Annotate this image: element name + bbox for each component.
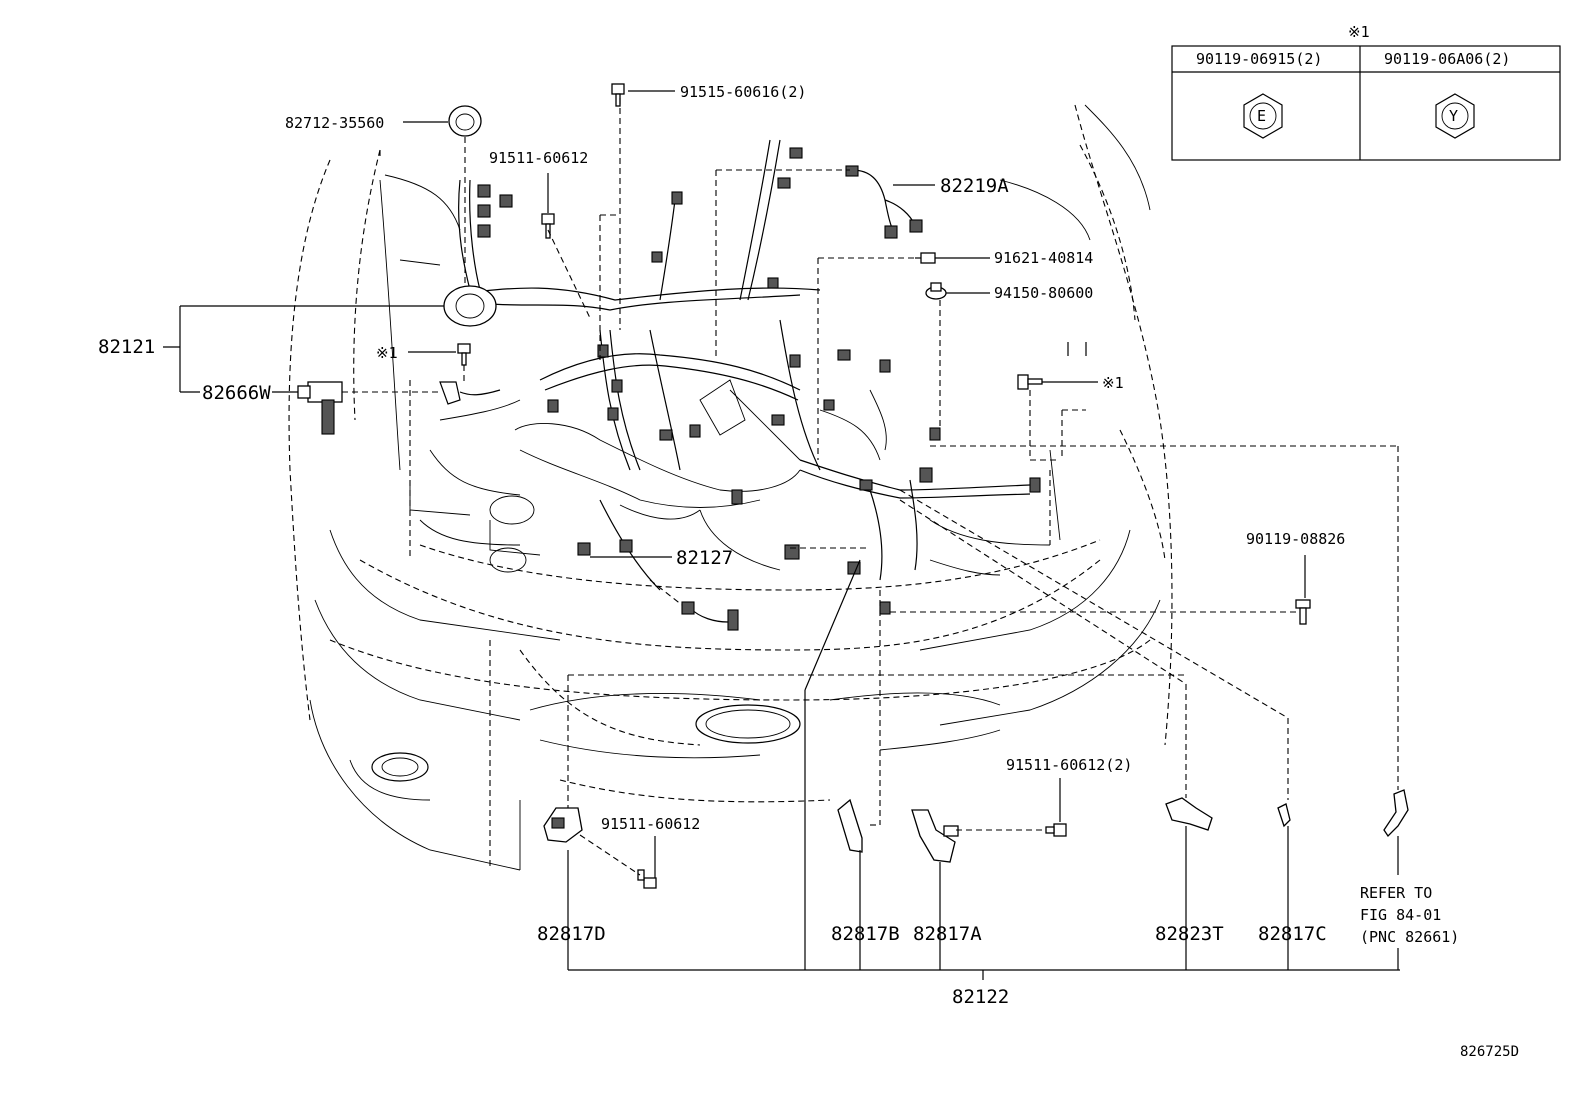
engine-harness-cluster <box>409 139 1061 631</box>
label-90119: 90119-08826 <box>1246 530 1345 548</box>
label-82712: 82712-35560 <box>285 114 384 132</box>
legend-table: ※1 90119-06915(2) 90119-06A06(2) E Y <box>1171 23 1561 161</box>
diagram-code: 826725D <box>1460 1044 1519 1060</box>
bracket-82817d-icon <box>543 807 583 843</box>
bracket-82661-icon <box>1383 789 1409 838</box>
label-91511-top: 91511-60612 <box>489 149 588 167</box>
label-82219a: 82219A <box>940 175 1009 197</box>
label-91511-bottom: 91511-60612 <box>601 815 700 833</box>
label-82817a: 82817A <box>913 923 982 945</box>
bolt-mark-right-icon <box>1017 374 1043 390</box>
legend-part-1: 90119-06915(2) <box>1196 50 1322 68</box>
hex-bolt-e-icon: E <box>1243 93 1283 139</box>
label-refer-line1: REFER TO <box>1360 884 1432 902</box>
label-91621: 91621-40814 <box>994 249 1093 267</box>
label-94150: 94150-80600 <box>994 284 1093 302</box>
clip-91621-icon <box>915 252 936 264</box>
harness-82219a-icon <box>845 165 923 239</box>
bolt-90119-icon <box>1295 599 1311 625</box>
label-refer-line2: FIG 84-01 <box>1360 906 1441 924</box>
label-82666w: 82666W <box>202 382 271 404</box>
label-82817d: 82817D <box>537 923 606 945</box>
bolt-91511-bottom-icon <box>637 869 657 889</box>
sensor-82666w-icon <box>297 381 343 435</box>
bracket-left-icon <box>439 381 501 405</box>
label-mark-right: ※1 <box>1102 374 1124 392</box>
label-refer-line3: (PNC 82661) <box>1360 928 1459 946</box>
label-82817c: 82817C <box>1258 923 1327 945</box>
hex-bolt-y-icon: Y <box>1435 93 1475 139</box>
label-82122: 82122 <box>952 986 1009 1008</box>
bolt-91511-2-icon <box>1045 823 1067 837</box>
label-91511-2: 91511-60612(2) <box>1006 756 1132 774</box>
label-mark-left: ※1 <box>376 344 398 362</box>
legend-symbol-2: Y <box>1449 107 1458 125</box>
legend-part-2: 90119-06A06(2) <box>1384 50 1510 68</box>
label-82127: 82127 <box>676 547 733 569</box>
bolt-91511-top-icon <box>541 213 555 239</box>
label-91515: 91515-60616(2) <box>680 83 806 101</box>
vehicle-body-outline <box>288 104 1173 871</box>
label-82121: 82121 <box>98 336 155 358</box>
clamp-82817b-icon <box>837 798 863 853</box>
connector-82823t-icon <box>1165 797 1213 831</box>
label-82817b: 82817B <box>831 923 900 945</box>
bolt-91515-icon <box>611 83 625 107</box>
legend-mark: ※1 <box>1348 23 1370 41</box>
harness-82127-icon <box>681 601 729 623</box>
clamp-82817a-icon <box>911 809 959 863</box>
leader-lines <box>163 90 1400 980</box>
label-82823t: 82823T <box>1155 923 1224 945</box>
clip-82817c-icon <box>1277 803 1291 828</box>
legend-symbol-1: E <box>1257 107 1266 125</box>
nut-94150-icon <box>925 282 947 300</box>
part-labels: 82712-35560 91515-60616(2) 91511-60612 8… <box>98 83 1519 1060</box>
bolt-mark-left-icon <box>457 343 471 366</box>
grommet-part-icon <box>448 105 482 137</box>
